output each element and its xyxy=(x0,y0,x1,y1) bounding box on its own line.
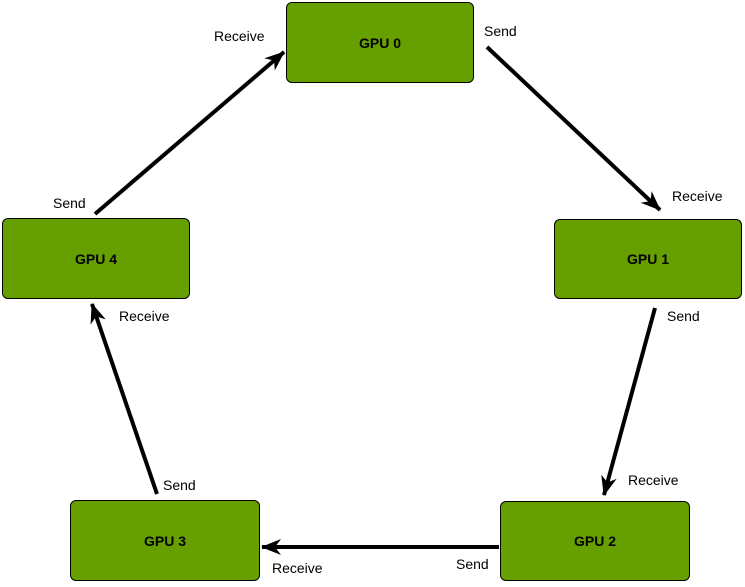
arrow-gpu4-to-gpu0 xyxy=(93,50,286,216)
gpu2-receive-label: Receive xyxy=(628,472,679,488)
gpu4-receive-label: Receive xyxy=(119,308,170,324)
gpu1-receive-label: Receive xyxy=(672,188,723,204)
gpu2-node: GPU 2 xyxy=(500,501,690,581)
arrow-gpu3-to-gpu4 xyxy=(90,303,159,495)
gpu3-node: GPU 3 xyxy=(70,500,260,581)
gpu4-send-label: Send xyxy=(53,195,86,211)
arrow-gpu1-to-gpu2 xyxy=(601,307,657,496)
gpu4-node: GPU 4 xyxy=(2,218,190,299)
arrow-gpu0-to-gpu1 xyxy=(485,45,662,212)
gpu0-send-label: Send xyxy=(484,23,517,39)
gpu0-receive-label: Receive xyxy=(214,28,265,44)
gpu2-send-label: Send xyxy=(456,556,489,572)
gpu3-receive-label: Receive xyxy=(272,560,323,576)
gpu3-send-label: Send xyxy=(163,477,196,493)
gpu1-send-label: Send xyxy=(667,308,700,324)
gpu0-node: GPU 0 xyxy=(286,2,474,83)
gpu1-node: GPU 1 xyxy=(554,219,742,299)
